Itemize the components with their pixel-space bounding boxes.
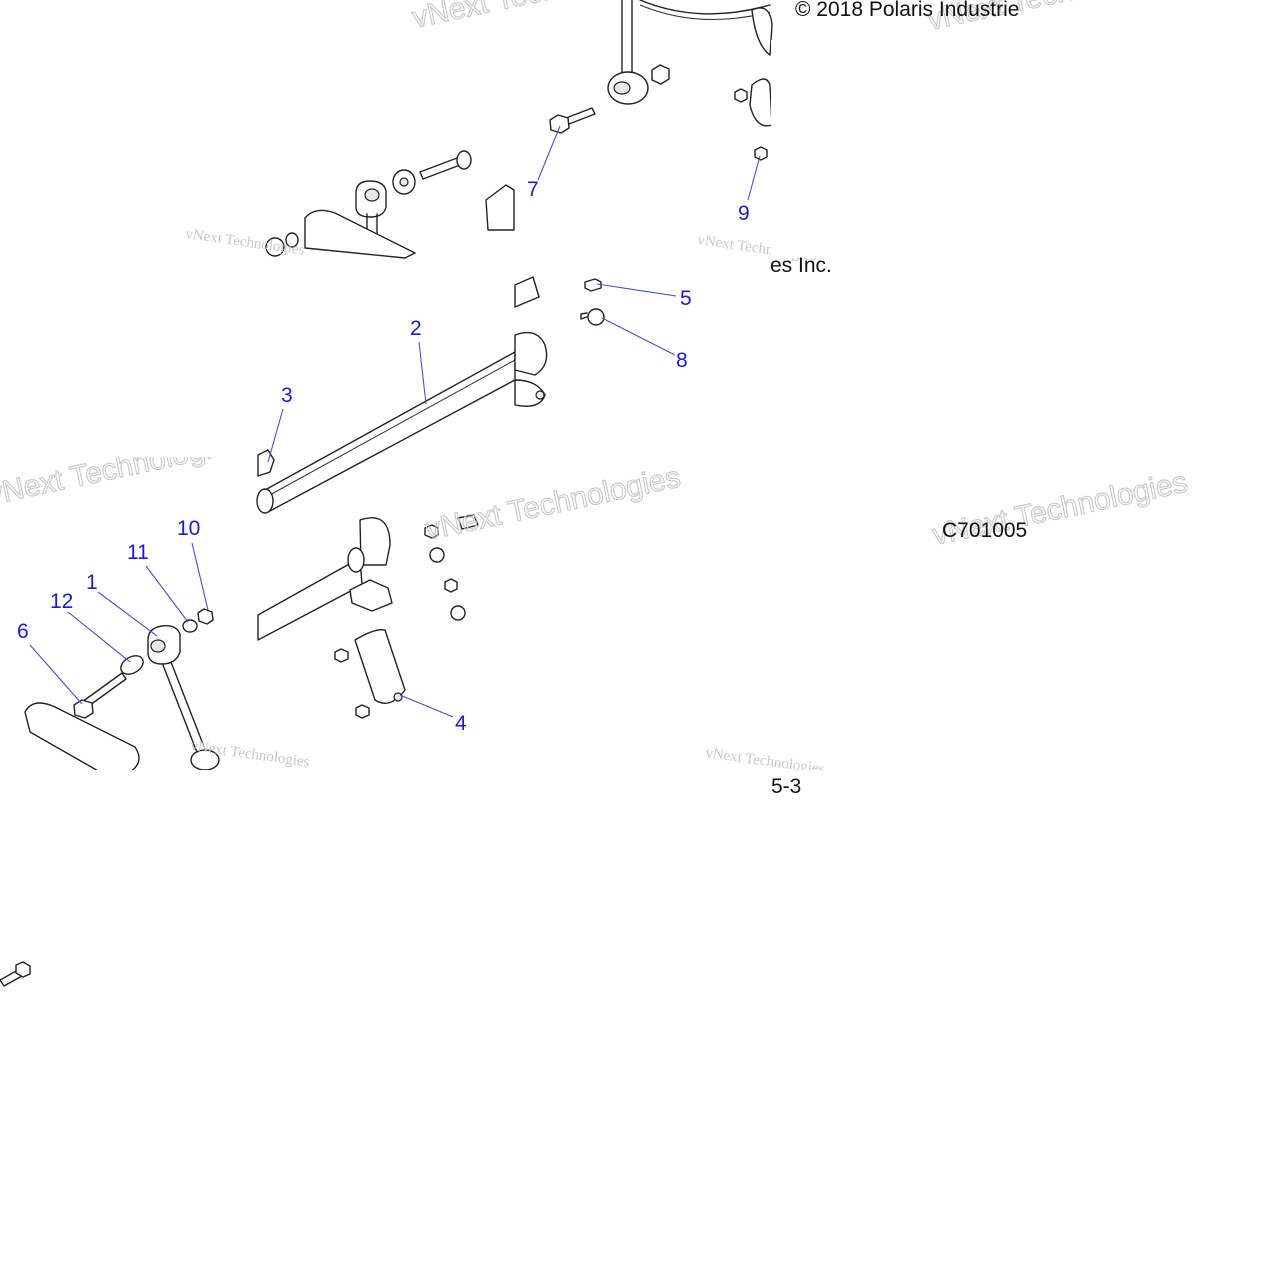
callout-10: 10 bbox=[177, 517, 200, 540]
upper-linkage-assembly bbox=[485, 0, 773, 231]
diagram-code: C701005 bbox=[942, 519, 1027, 542]
callout-6: 6 bbox=[17, 620, 29, 643]
callout-labels: 7 9 2 3 5 8 10 11 1 12 6 4 bbox=[17, 178, 750, 735]
fragment-bolt-icon bbox=[0, 961, 31, 987]
lower-clamp-assembly bbox=[257, 514, 479, 719]
callout-11: 11 bbox=[127, 541, 149, 564]
copyright-text: © 2018 Polaris Industrie bbox=[795, 0, 1019, 21]
diagram-code-fragment: 5-3 bbox=[771, 775, 801, 798]
callout-12: 12 bbox=[50, 590, 73, 613]
callout-7: 7 bbox=[527, 178, 539, 201]
leader-lines bbox=[29, 125, 761, 718]
copyright-fragment: es Inc. bbox=[770, 254, 832, 277]
upper-left-link-assembly bbox=[265, 150, 472, 259]
bolt-7-part bbox=[549, 107, 596, 134]
clamp-bracket-assembly bbox=[514, 276, 605, 407]
callout-2: 2 bbox=[410, 317, 422, 340]
callout-3: 3 bbox=[281, 384, 293, 407]
callout-4: 4 bbox=[455, 712, 467, 735]
callout-8: 8 bbox=[676, 349, 688, 372]
callout-1: 1 bbox=[86, 571, 98, 594]
callout-9: 9 bbox=[738, 202, 750, 225]
legal-text: © 2018 Polaris Industrie es Inc. C701005… bbox=[770, 0, 1027, 798]
callout-5: 5 bbox=[680, 287, 692, 310]
